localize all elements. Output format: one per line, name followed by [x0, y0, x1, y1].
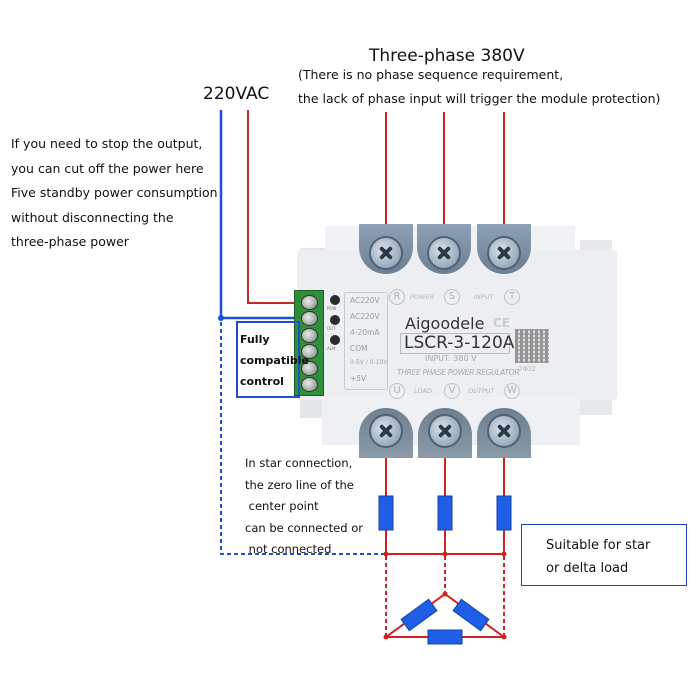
phase-v-label: V — [444, 383, 460, 399]
alm-led-icon — [330, 335, 340, 345]
signal-label-ac220v-1: AC220V — [350, 296, 380, 305]
signal-label-0-10v: 0-5V / 0-10V — [350, 359, 388, 366]
output-label: OUTPUT — [468, 387, 495, 395]
out-led-label: OUT — [327, 326, 336, 331]
delta-node-right — [501, 634, 507, 640]
terminal-screw-3[interactable] — [301, 328, 318, 343]
load-label: LOAD — [414, 387, 432, 395]
ce-mark: CE — [493, 316, 511, 330]
screw-icon — [487, 414, 521, 448]
phase-r-label: R — [389, 289, 405, 305]
terminal-screw-1[interactable] — [301, 295, 318, 310]
delta-node-top — [442, 591, 448, 597]
star-connection-note: In star connection, the zero line of the… — [245, 456, 363, 556]
delta-resistor-right — [452, 598, 490, 632]
out-led-icon — [330, 315, 340, 325]
input-label: INPUT — [474, 293, 494, 301]
model-number: LSCR-3-120A — [404, 333, 515, 353]
ac220-label: 220VAC — [203, 84, 270, 104]
star-node-u — [383, 551, 389, 557]
batch-code: 2402 — [518, 365, 536, 373]
power-label: POWER — [410, 293, 435, 301]
output-terminal-v — [418, 408, 472, 458]
star-resistor-v — [437, 495, 453, 531]
terminal-screw-5[interactable] — [301, 361, 318, 376]
brand-name: Aigoodele — [405, 314, 485, 333]
power-cut-note: If you need to stop the output, you can … — [11, 136, 218, 249]
input-terminal-s — [417, 224, 471, 274]
screw-icon — [369, 414, 403, 448]
screw-icon — [487, 236, 521, 270]
screw-icon — [428, 414, 462, 448]
output-terminal-w — [477, 408, 531, 458]
qr-code-icon — [515, 329, 549, 363]
input-terminal-t — [477, 224, 531, 274]
star-node-v — [442, 551, 448, 557]
phase-u-label: U — [389, 383, 405, 399]
device-description: THREE PHASE POWER REGULATOR — [397, 368, 520, 377]
pow-led-icon — [330, 295, 340, 305]
ac220-live-wire — [247, 110, 300, 304]
delta-resistor-bottom — [427, 629, 463, 645]
ac220-neutral-wire — [219, 110, 300, 320]
delta-node-left — [383, 634, 389, 640]
star-node-w — [501, 551, 507, 557]
signal-label-panel — [344, 292, 388, 390]
model-box — [400, 333, 510, 354]
signal-label-com: COM — [350, 344, 368, 353]
terminal-screw-4[interactable] — [301, 344, 318, 359]
neutral-dotted-wire — [220, 322, 386, 555]
terminal-screw-2[interactable] — [301, 311, 318, 326]
alm-led-label: ALM — [327, 346, 336, 351]
phase-s-label: S — [444, 289, 460, 305]
load-type-note: Suitable for star or delta load — [546, 538, 651, 576]
phase-t-label: T — [504, 289, 520, 305]
three-phase-heading: Three-phase 380V — [369, 46, 525, 66]
phase-protection-note: the lack of phase input will trigger the… — [298, 91, 661, 106]
input-terminal-r — [359, 224, 413, 274]
control-highlight-box — [236, 321, 300, 398]
phase-w-label: W — [504, 383, 520, 399]
terminal-screw-6[interactable] — [301, 377, 318, 392]
phase-sequence-note: (There is no phase sequence requirement, — [298, 67, 564, 82]
signal-label-5v: +5V — [350, 374, 367, 383]
control-compatibility-label: Fully compatible control — [240, 333, 309, 388]
ac220-junction — [218, 315, 224, 321]
screw-icon — [369, 236, 403, 270]
screw-icon — [427, 236, 461, 270]
load-note-box — [521, 524, 687, 586]
star-resistor-u — [378, 495, 394, 531]
signal-label-4-20ma: 4-20mA — [350, 328, 380, 337]
delta-resistor-left — [400, 598, 438, 632]
output-terminal-u — [359, 408, 413, 458]
pow-led-label: POW — [327, 306, 337, 311]
star-resistor-w — [496, 495, 512, 531]
input-rating: INPUT: 380 V — [425, 354, 477, 363]
signal-label-ac220v-2: AC220V — [350, 312, 380, 321]
device-body — [297, 250, 617, 400]
